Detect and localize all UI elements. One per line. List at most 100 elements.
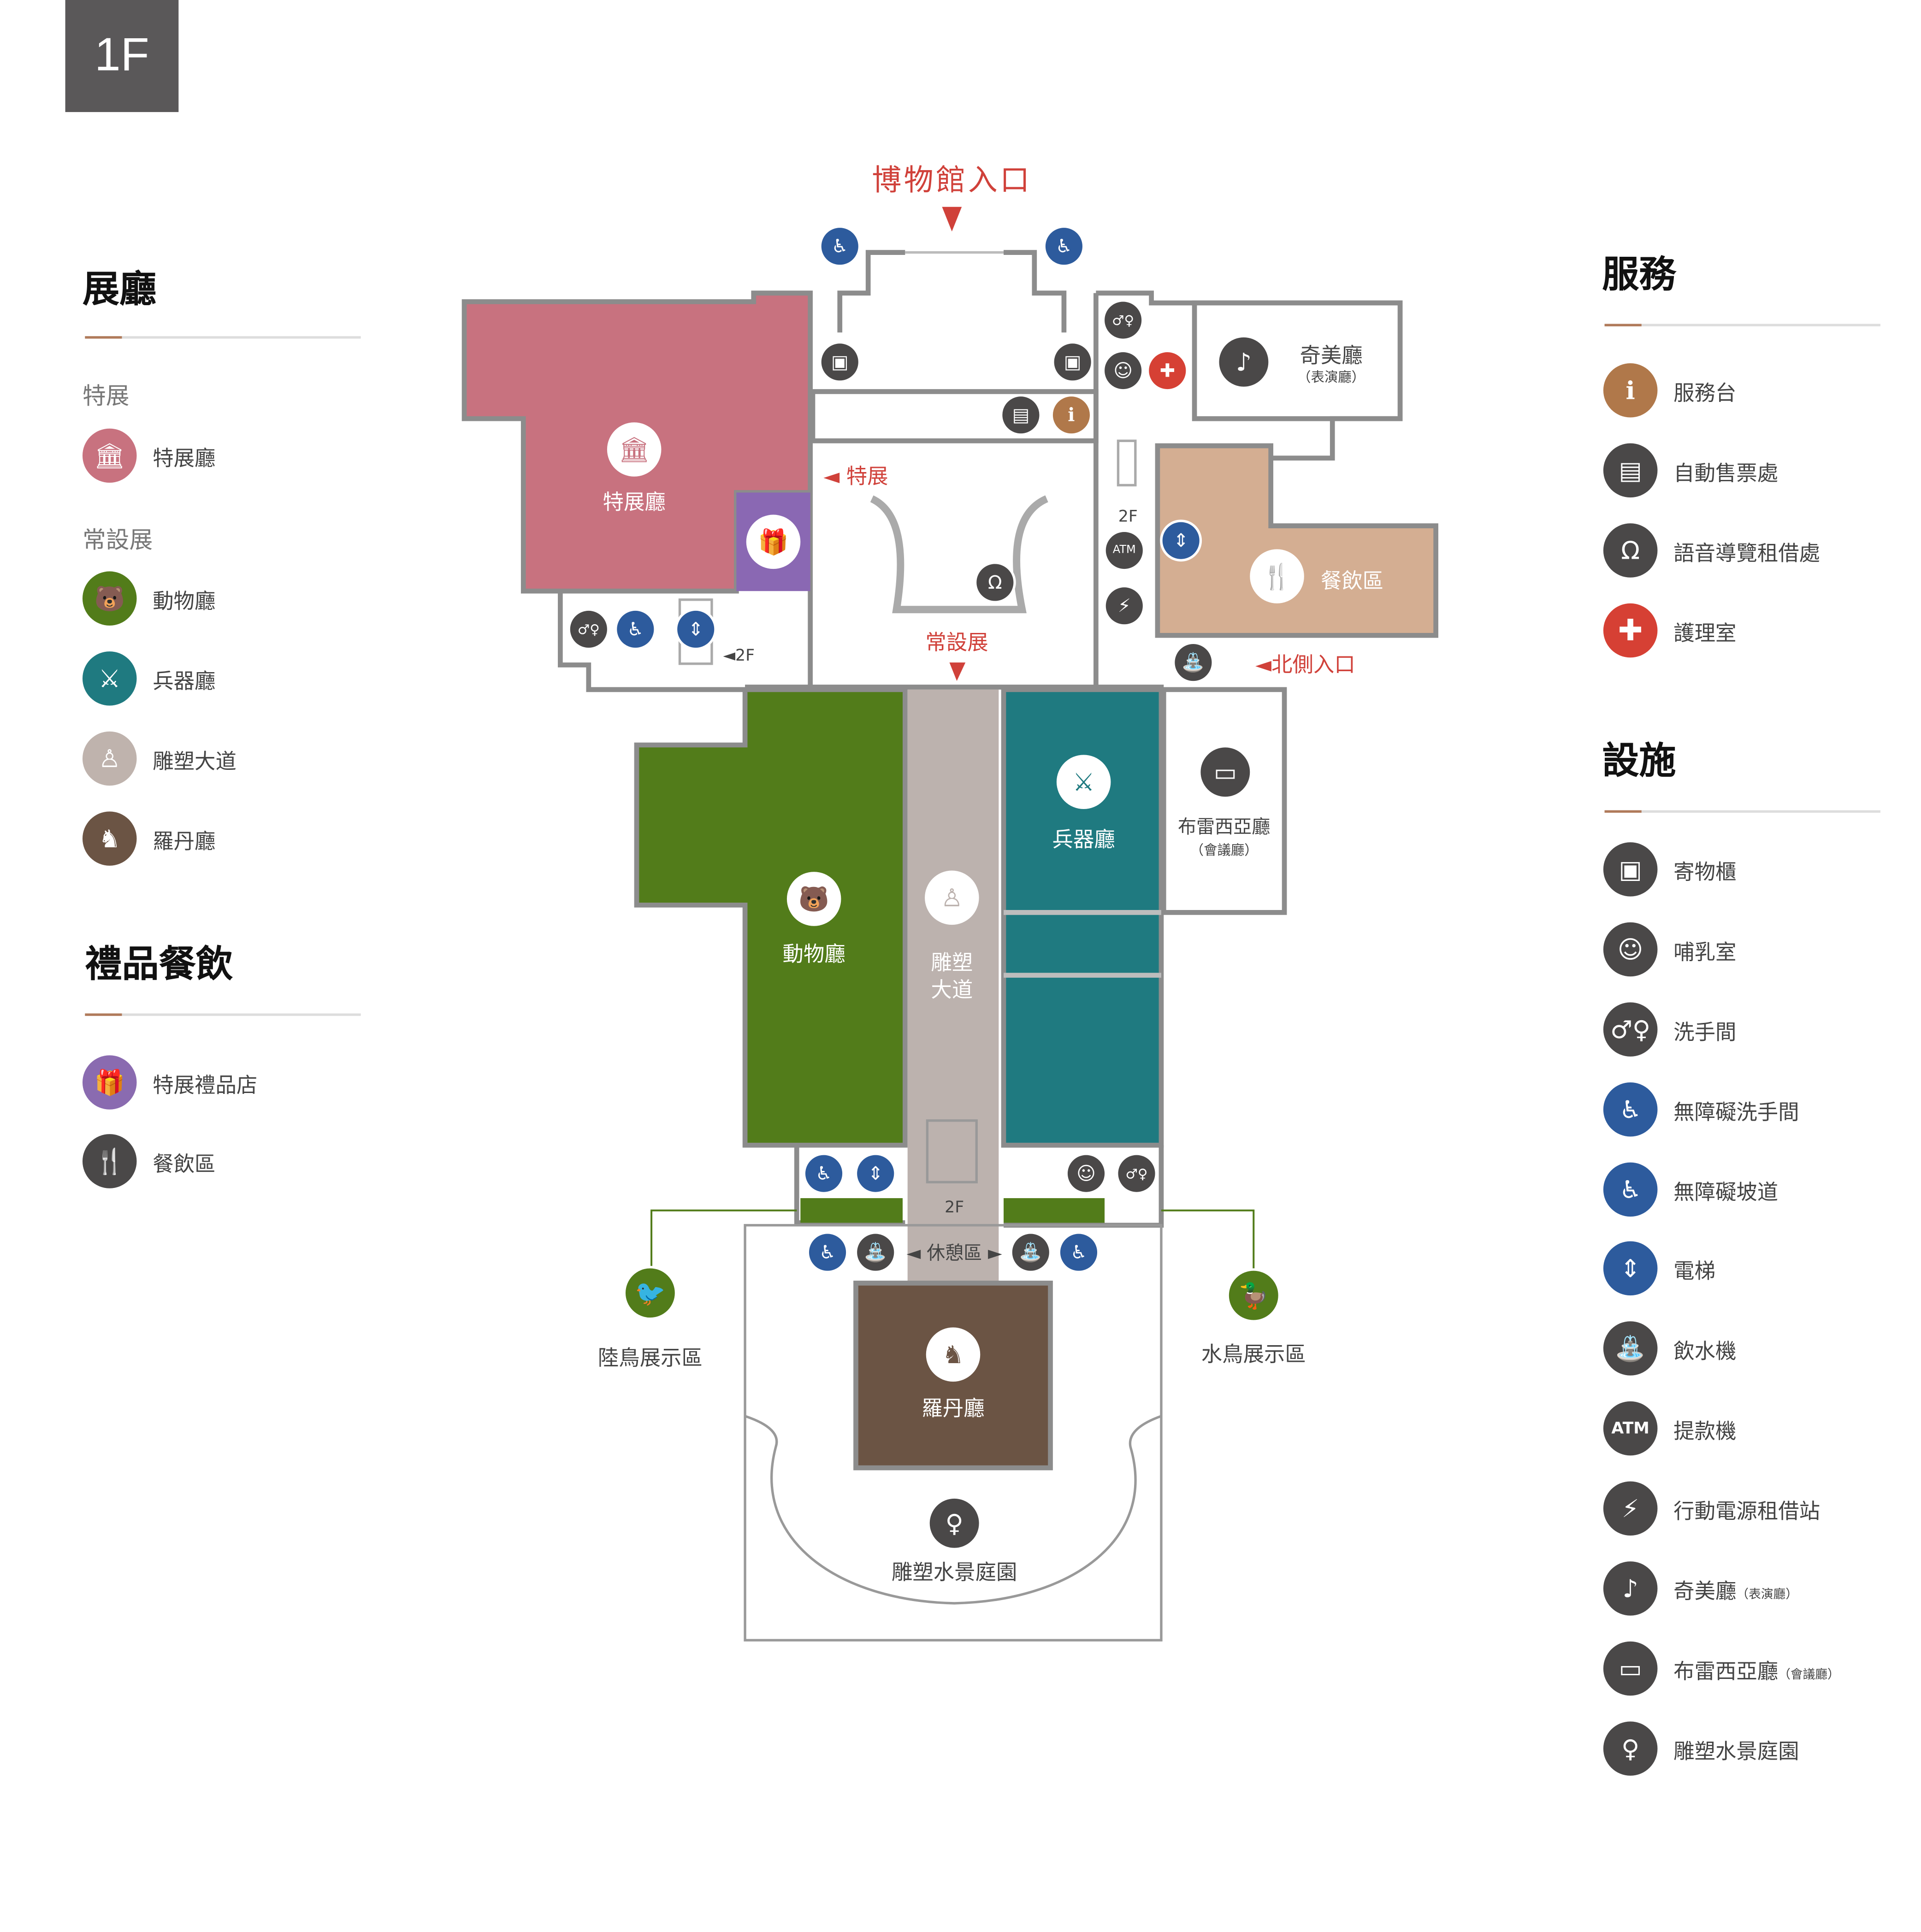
thinker-icon: ♞ <box>926 1327 981 1382</box>
locker-icon[interactable]: ▣ <box>819 341 861 383</box>
gift-icon[interactable]: 🎁 <box>746 514 801 569</box>
legend-nurse-room[interactable]: ✚ 護理室 <box>1603 603 1736 658</box>
legend-info-desk[interactable]: i 服務台 <box>1603 363 1736 418</box>
accessible-toilet-icon[interactable]: ♿ <box>803 1152 845 1195</box>
brescia-hall-room <box>1161 687 1287 915</box>
legend-water-fountain[interactable]: ⛲飲水機 <box>1603 1321 1736 1376</box>
legend-special-hall[interactable]: 🏛特展廳 <box>82 428 215 483</box>
legend-dining[interactable]: 🍴餐飲區 <box>82 1134 215 1188</box>
first-aid-icon[interactable]: ✚ <box>1146 349 1188 392</box>
legend-label: 布雷西亞廳（會議廳） <box>1673 1659 1840 1684</box>
armor-icon: ⚔ <box>1056 755 1111 809</box>
legend-label: 洗手間 <box>1673 1020 1737 1045</box>
accessible-toilet-icon[interactable]: ♿ <box>614 608 656 650</box>
presentation-icon: ▭ <box>1603 1641 1658 1696</box>
elevator-icon[interactable]: ⇕ <box>1160 520 1202 562</box>
legend-nursing-room[interactable]: ☺哺乳室 <box>1603 922 1736 977</box>
legend-animal-hall[interactable]: 🐻動物廳 <box>82 571 215 626</box>
water-fountain-icon[interactable]: ⛲ <box>854 1231 897 1274</box>
restroom-icon[interactable]: ♂♀ <box>1116 1152 1158 1195</box>
power-icon[interactable]: ⚡ <box>1103 585 1146 627</box>
dining-area <box>1155 443 1438 638</box>
fork-knife-icon: 🍴 <box>82 1134 137 1188</box>
restroom-icon[interactable]: ♂♀ <box>567 608 610 650</box>
elevator-icon[interactable]: ⇕ <box>674 608 717 650</box>
legend-label: 兵器廳 <box>153 669 216 694</box>
legend-label: 電梯 <box>1673 1259 1715 1284</box>
arms-hall-label[interactable]: 兵器廳 <box>1052 828 1115 853</box>
legend-label: 羅丹廳 <box>153 829 216 854</box>
legend-arms-hall[interactable]: ⚔兵器廳 <box>82 651 216 706</box>
legend-label: 無障礙坡道 <box>1673 1180 1779 1205</box>
water-fountain-icon[interactable]: ⛲ <box>1172 641 1214 684</box>
arms-hall-area <box>1001 687 1164 1148</box>
legend-rodin-hall[interactable]: ♞羅丹廳 <box>82 811 216 866</box>
wheelchair-icon[interactable]: ♿ <box>819 225 861 267</box>
sculpture-avenue-label-2: 大道 <box>931 978 973 1003</box>
wheelchair-icon[interactable]: ♿ <box>1058 1231 1100 1274</box>
legend-chimei-hall[interactable]: ♪奇美廳（表演廳） <box>1603 1561 1798 1616</box>
temple-icon: 🏛 <box>82 428 137 483</box>
brescia-hall-label[interactable]: 布雷西亞廳 <box>1177 815 1271 838</box>
nursing-icon[interactable]: ☺ <box>1065 1152 1107 1195</box>
services-title: 服務 <box>1602 254 1676 297</box>
water-fountain-icon[interactable]: ⛲ <box>1010 1231 1052 1274</box>
legend-elevator[interactable]: ⇕電梯 <box>1603 1241 1715 1296</box>
legend-gift-shop[interactable]: 🎁特展禮品店 <box>82 1055 257 1110</box>
info-icon: i <box>1603 363 1658 418</box>
wheelchair-icon: ♿ <box>1603 1162 1658 1217</box>
stairs-2f-label: ◄2F <box>723 647 755 666</box>
legend-label: 服務台 <box>1673 381 1737 406</box>
sculpture-avenue-label-1[interactable]: 雕塑 <box>931 951 973 976</box>
special-direction-label: ◄ 特展 <box>823 465 888 490</box>
legend-power-bank[interactable]: ⚡行動電源租借站 <box>1603 1481 1820 1536</box>
legend-sculpture-avenue[interactable]: ♙雕塑大道 <box>82 731 236 786</box>
nursing-icon[interactable]: ☺ <box>1102 349 1144 392</box>
legend-accessible-toilet[interactable]: ♿ 無障礙洗手間 <box>1603 1082 1799 1137</box>
conductor-icon[interactable]: ♪ <box>1217 335 1271 390</box>
wheelchair-icon[interactable]: ♿ <box>806 1231 849 1274</box>
info-icon[interactable]: i <box>1050 394 1093 436</box>
presentation-icon[interactable]: ▭ <box>1198 745 1253 799</box>
ticket-machine-icon: ▤ <box>1603 443 1658 498</box>
locker-icon[interactable]: ▣ <box>1052 341 1094 383</box>
legend-label: 護理室 <box>1673 621 1737 646</box>
legend-ticket-machine[interactable]: ▤自動售票處 <box>1603 443 1778 498</box>
legend-label: 雕塑水景庭園 <box>1673 1739 1799 1764</box>
animal-hall-label[interactable]: 動物廳 <box>782 942 845 968</box>
divider <box>85 336 361 339</box>
legend-label: 無障礙洗手間 <box>1673 1100 1799 1125</box>
divider <box>85 1013 361 1016</box>
temple-icon: 🏛 <box>607 422 662 477</box>
legend-locker[interactable]: ▣寄物櫃 <box>1603 842 1736 897</box>
first-aid-icon: ✚ <box>1603 603 1658 658</box>
accessible-toilet-icon: ♿ <box>1603 1082 1658 1137</box>
land-birds-label[interactable]: 陸鳥展示區 <box>597 1346 703 1371</box>
gifts-dining-title: 禮品餐飲 <box>85 943 233 987</box>
legend-sculpture-garden[interactable]: ♀雕塑水景庭園 <box>1603 1721 1799 1776</box>
facilities-title: 設施 <box>1602 740 1676 783</box>
ticket-machine-icon[interactable]: ▤ <box>1000 394 1042 436</box>
restroom-icon[interactable]: ♂♀ <box>1102 299 1144 341</box>
legend-ramp[interactable]: ♿ 無障礙坡道 <box>1603 1162 1779 1217</box>
dining-label[interactable]: 餐飲區 <box>1320 569 1384 594</box>
rodin-hall-label[interactable]: 羅丹廳 <box>922 1397 985 1422</box>
sculpture-garden-label[interactable]: 雕塑水景庭園 <box>891 1560 1017 1586</box>
special-hall-label[interactable]: 特展廳 <box>603 490 666 515</box>
wheelchair-icon[interactable]: ♿ <box>1043 225 1085 267</box>
garden-pond-outline <box>745 1415 1162 1605</box>
divider <box>1604 324 1880 326</box>
headphones-icon[interactable]: Ω <box>974 561 1016 603</box>
legend-label: 哺乳室 <box>1673 940 1737 965</box>
legend-brescia-hall[interactable]: ▭ 布雷西亞廳（會議廳） <box>1603 1641 1840 1696</box>
water-birds-label[interactable]: 水鳥展示區 <box>1201 1342 1306 1368</box>
elevator-icon[interactable]: ⇕ <box>854 1152 897 1195</box>
water-fountain-icon: ⛲ <box>1603 1321 1658 1376</box>
legend-restroom[interactable]: ♂♀洗手間 <box>1603 1002 1736 1057</box>
legend-label: 寄物櫃 <box>1673 860 1737 885</box>
chimei-hall-label[interactable]: 奇美廳 <box>1300 344 1363 369</box>
atm-icon[interactable]: ATM <box>1103 529 1146 572</box>
entrance-arrow <box>942 207 962 232</box>
